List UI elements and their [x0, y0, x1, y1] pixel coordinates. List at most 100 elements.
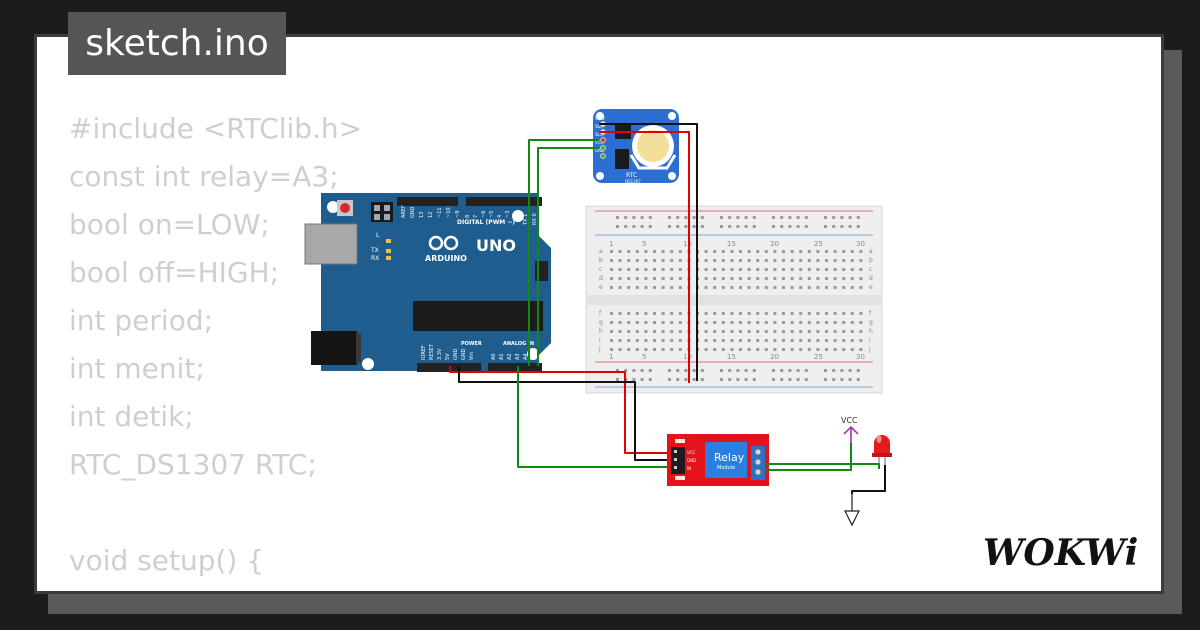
file-tab[interactable]: sketch.ino	[68, 12, 286, 75]
breadboard-hole[interactable]	[804, 216, 808, 219]
breadboard-hole[interactable]	[676, 369, 680, 372]
breadboard-hole[interactable]	[721, 312, 725, 315]
breadboard-hole[interactable]	[713, 321, 717, 324]
breadboard-hole[interactable]	[644, 312, 648, 315]
breadboard-hole[interactable]	[782, 321, 785, 324]
breadboard-hole[interactable]	[859, 330, 863, 333]
breadboard-hole[interactable]	[848, 378, 852, 381]
breadboard-hole[interactable]	[653, 321, 656, 324]
breadboard-hole[interactable]	[739, 330, 742, 333]
breadboard-hole[interactable]	[790, 286, 794, 289]
breadboard-hole[interactable]	[782, 277, 785, 280]
breadboard-hole[interactable]	[782, 250, 785, 253]
breadboard-hole[interactable]	[644, 286, 648, 289]
breadboard-hole[interactable]	[764, 259, 768, 262]
breadboard-hole[interactable]	[764, 250, 768, 253]
breadboard-hole[interactable]	[824, 225, 827, 228]
breadboard-hole[interactable]	[670, 330, 674, 333]
arduino-uno[interactable]: UNO ARDUINO DIGITAL (PWM ~) POWER ANALOG…	[304, 193, 551, 372]
breadboard-hole[interactable]	[832, 369, 836, 372]
breadboard-hole[interactable]	[764, 286, 768, 289]
breadboard-hole[interactable]	[825, 330, 828, 333]
breadboard-hole[interactable]	[640, 369, 644, 372]
breadboard-hole[interactable]	[859, 277, 863, 280]
breadboard-hole[interactable]	[644, 339, 648, 342]
breadboard-hole[interactable]	[859, 250, 863, 253]
breadboard-hole[interactable]	[833, 250, 837, 253]
breadboard-hole[interactable]	[859, 321, 863, 324]
breadboard-hole[interactable]	[807, 286, 811, 289]
breadboard-hole[interactable]	[833, 321, 837, 324]
breadboard-hole[interactable]	[856, 216, 860, 219]
breadboard-hole[interactable]	[840, 369, 844, 372]
breadboard-hole[interactable]	[747, 277, 751, 280]
breadboard-hole[interactable]	[721, 250, 725, 253]
breadboard-hole[interactable]	[824, 378, 827, 381]
breadboard-hole[interactable]	[635, 321, 639, 324]
breadboard-hole[interactable]	[713, 312, 717, 315]
breadboard-hole[interactable]	[773, 312, 777, 315]
breadboard-hole[interactable]	[856, 225, 860, 228]
breadboard-hole[interactable]	[832, 225, 836, 228]
wire-green[interactable]	[765, 463, 880, 469]
breadboard-hole[interactable]	[736, 369, 740, 372]
breadboard-hole[interactable]	[790, 250, 794, 253]
breadboard-hole[interactable]	[756, 321, 760, 324]
breadboard-hole[interactable]	[807, 312, 811, 315]
breadboard-hole[interactable]	[644, 330, 648, 333]
breadboard-hole[interactable]	[678, 286, 682, 289]
breadboard-hole[interactable]	[773, 321, 777, 324]
breadboard-hole[interactable]	[807, 339, 811, 342]
breadboard-hole[interactable]	[825, 312, 828, 315]
breadboard-hole[interactable]	[816, 277, 820, 280]
breadboard-hole[interactable]	[678, 268, 682, 271]
breadboard-hole[interactable]	[756, 312, 760, 315]
breadboard-hole[interactable]	[704, 268, 708, 271]
breadboard-hole[interactable]	[616, 369, 619, 372]
breadboard-hole[interactable]	[773, 259, 777, 262]
breadboard-hole[interactable]	[747, 250, 751, 253]
breadboard-hole[interactable]	[772, 225, 775, 228]
breadboard-hole[interactable]	[730, 277, 734, 280]
breadboard-hole[interactable]	[721, 321, 725, 324]
breadboard-hole[interactable]	[627, 250, 631, 253]
breadboard[interactable]: 1 5 10 15 20 25 30 1 5 10 15 20 25 30 a …	[585, 205, 883, 394]
breadboard-hole[interactable]	[670, 321, 674, 324]
breadboard-hole[interactable]	[635, 312, 639, 315]
breadboard-hole[interactable]	[825, 348, 828, 351]
breadboard-hole[interactable]	[653, 330, 656, 333]
breadboard-hole[interactable]	[772, 216, 775, 219]
breadboard-hole[interactable]	[799, 277, 803, 280]
breadboard-hole[interactable]	[799, 312, 803, 315]
breadboard-hole[interactable]	[824, 369, 827, 372]
breadboard-hole[interactable]	[635, 268, 639, 271]
breadboard-hole[interactable]	[796, 369, 800, 372]
breadboard-hole[interactable]	[825, 250, 828, 253]
breadboard-hole[interactable]	[752, 378, 756, 381]
breadboard-hole[interactable]	[730, 259, 734, 262]
breadboard-hole[interactable]	[780, 216, 784, 219]
breadboard-hole[interactable]	[661, 277, 665, 280]
breadboard-hole[interactable]	[744, 225, 748, 228]
breadboard-hole[interactable]	[618, 348, 622, 351]
wire-green[interactable]	[517, 366, 667, 468]
breadboard-hole[interactable]	[700, 225, 704, 228]
breadboard-hole[interactable]	[704, 321, 708, 324]
breadboard-hole[interactable]	[773, 268, 777, 271]
breadboard-hole[interactable]	[670, 277, 674, 280]
breadboard-hole[interactable]	[780, 369, 784, 372]
breadboard-hole[interactable]	[678, 259, 682, 262]
breadboard-hole[interactable]	[653, 348, 656, 351]
wire-black[interactable]	[599, 123, 698, 381]
breadboard-hole[interactable]	[842, 339, 846, 342]
breadboard-hole[interactable]	[799, 268, 803, 271]
breadboard-hole[interactable]	[644, 277, 648, 280]
breadboard-hole[interactable]	[764, 277, 768, 280]
breadboard-hole[interactable]	[653, 250, 656, 253]
breadboard-hole[interactable]	[790, 330, 794, 333]
breadboard-hole[interactable]	[790, 348, 794, 351]
wire-black[interactable]	[851, 465, 886, 494]
breadboard-hole[interactable]	[730, 286, 734, 289]
breadboard-hole[interactable]	[739, 259, 742, 262]
breadboard-hole[interactable]	[773, 330, 777, 333]
